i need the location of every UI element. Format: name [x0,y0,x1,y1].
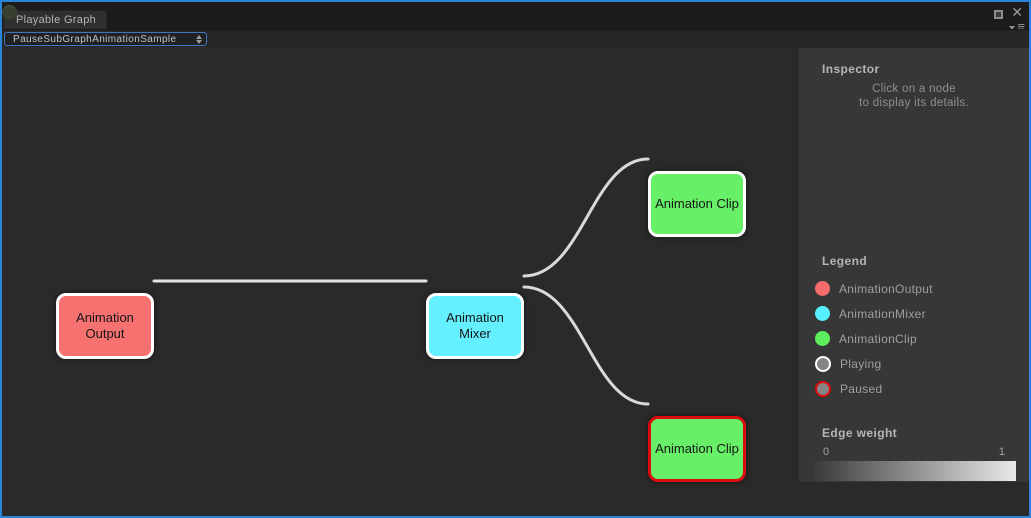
edge-weight-gradient-bar [815,461,1016,481]
tab-status-dot-icon [2,5,17,20]
chevron-down-icon [1009,25,1016,30]
legend-swatch-animation-clip-icon [815,331,830,346]
edge-mixer-clip-top [522,157,650,278]
legend-item-animation-mixer: AnimationMixer [815,301,1021,326]
edge-weight-title: Edge weight [822,426,898,440]
legend-item-animation-clip: AnimationClip [815,326,1021,351]
graph-edges [152,157,650,406]
maximize-icon[interactable] [994,10,1004,19]
legend-swatch-animation-output-icon [815,281,830,296]
legend-label: AnimationClip [839,331,917,346]
graph-selector-dropdown[interactable]: PauseSubGraphAnimationSample [4,32,207,46]
node-animation-mixer[interactable]: Animation Mixer [426,293,524,359]
dropdown-arrows-icon [192,34,202,44]
hamburger-icon: ≡ [1017,19,1025,34]
tab-playable-graph[interactable]: Playable Graph [3,10,108,29]
node-label: Animation Clip [655,196,739,211]
inspector-hint-line2: to display its details. [859,97,969,109]
legend-item-animation-output: AnimationOutput [815,276,1021,301]
inspector-hint-line1: Click on a node [872,83,956,95]
legend-item-paused: Paused [815,376,1021,401]
close-icon[interactable]: ✕ [1011,5,1023,21]
graph-selector-value: PauseSubGraphAnimationSample [13,33,177,45]
node-animation-clip-bottom[interactable]: Animation Clip [648,416,746,482]
title-bar: Playable Graph ✕ ≡ [2,2,1029,34]
node-label: Animation Output [76,310,134,341]
toolbar: PauseSubGraphAnimationSample [2,29,1029,47]
legend-swatch-paused-icon [815,380,831,397]
side-panel: Inspector Click on a node to display its… [799,48,1029,482]
node-label: Animation Mixer [446,310,504,341]
inspector-hint: Click on a node to display its details. [799,82,1029,110]
inspector-title: Inspector [822,62,880,76]
node-animation-output[interactable]: Animation Output [56,293,154,359]
tab-label: Playable Graph [16,14,97,26]
edge-mixer-clip-bottom [522,285,650,406]
legend-label: Paused [840,381,883,396]
legend-label: AnimationMixer [839,306,926,321]
legend-title: Legend [822,254,868,268]
legend-label: AnimationOutput [839,281,933,296]
edge-weight-min: 0 [823,446,830,458]
edge-weight-max: 1 [998,446,1005,458]
legend-list: AnimationOutput AnimationMixer Animation… [815,276,1021,401]
legend-item-playing: Playing [815,351,1021,376]
node-animation-clip-top[interactable]: Animation Clip [648,171,746,237]
legend-swatch-animation-mixer-icon [815,306,830,321]
pane-menu-icon[interactable]: ≡ [1009,19,1025,34]
legend-label: Playing [840,356,882,371]
node-label: Animation Clip [655,441,739,456]
legend-swatch-playing-icon [815,355,831,372]
edge-weight-scale: 0 1 [823,446,1005,458]
